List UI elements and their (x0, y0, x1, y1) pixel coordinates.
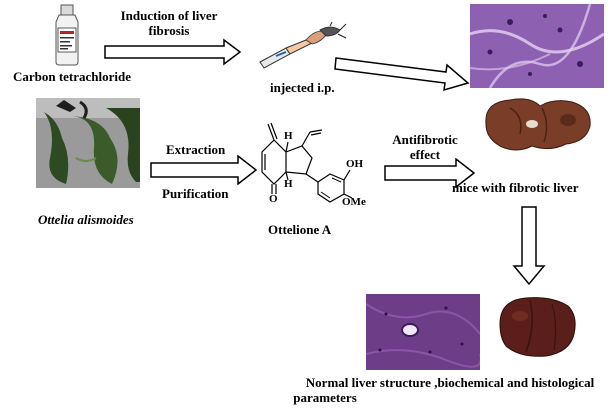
atom-o-ketone: O (269, 193, 278, 205)
atom-h-top: H (284, 130, 293, 142)
reagent-label: Carbon tetrachloride (12, 69, 132, 84)
plant-photo (36, 98, 140, 188)
plant-label: Ottelia alismoides (38, 212, 134, 227)
syringe-injection-icon (256, 22, 348, 72)
antifibrotic-line1: Antifibrotic (392, 132, 458, 147)
arrow-mice-to-result (512, 206, 546, 286)
induction-label: Induction of liver fibrosis (104, 8, 234, 38)
fibrotic-liver-image (480, 94, 596, 156)
atom-ome: OMe (342, 196, 366, 208)
result-line1: Normal liver structure ,biochemical and … (305, 375, 595, 390)
reagent-bottle-icon (50, 4, 84, 66)
extraction-label: Extraction (166, 142, 226, 157)
ottelione-a-svg (261, 122, 353, 203)
antifibrotic-label: Antifibrotic effect (380, 132, 470, 162)
atom-h-bottom: H (284, 178, 293, 190)
induction-label-line2: fibrosis (148, 23, 190, 38)
normal-histology-image (366, 294, 480, 370)
mice-label: mice with fibrotic liver (452, 180, 579, 195)
compound-label: Ottelione A (268, 222, 332, 237)
induction-label-line1: Induction of liver (120, 8, 218, 23)
fibrotic-histology-image (470, 4, 604, 88)
arrow-compound-to-mice (384, 158, 476, 188)
arrow-reagent-to-injection (104, 38, 242, 66)
purification-label: Purification (162, 186, 229, 201)
ottelione-a-structure: H H O OH OMe (256, 118, 366, 218)
arrow-plant-to-compound (150, 155, 258, 185)
result-label: Normal liver structure ,biochemical and … (286, 375, 614, 405)
injection-label: injected i.p. (270, 80, 335, 95)
antifibrotic-line2: effect (409, 147, 441, 162)
arrow-injection-to-fibrosis (334, 50, 470, 94)
result-line2: parameters (293, 390, 357, 405)
atom-oh: OH (346, 158, 364, 170)
normal-liver-image (496, 294, 578, 358)
